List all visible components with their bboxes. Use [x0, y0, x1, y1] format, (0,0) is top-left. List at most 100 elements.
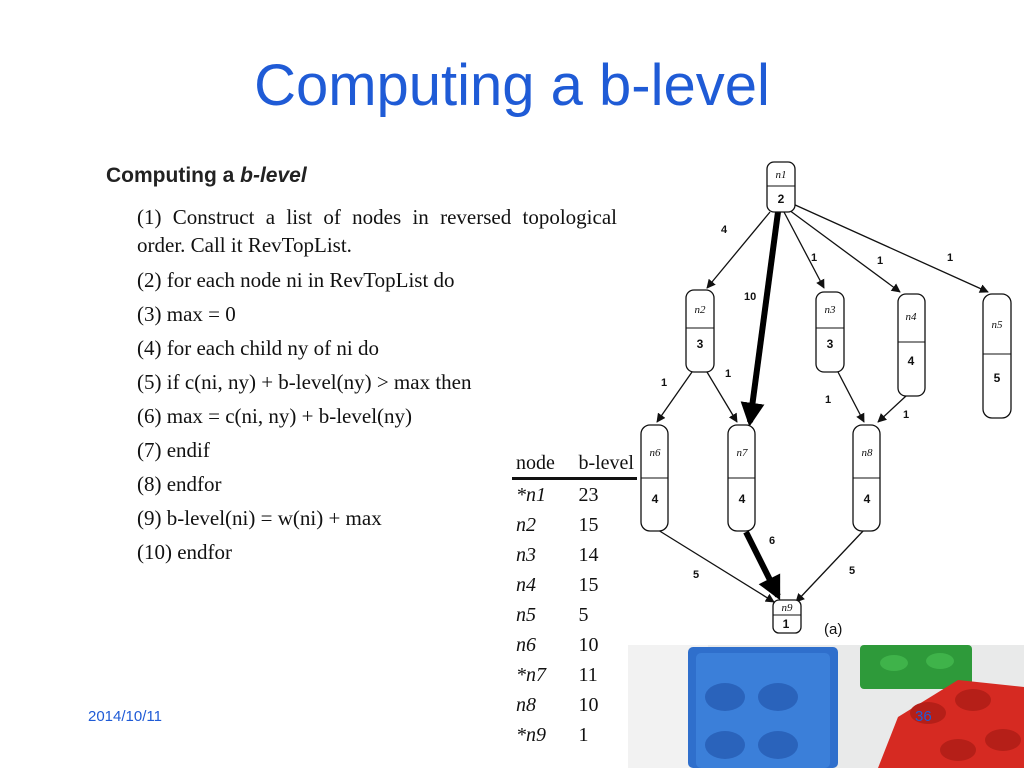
table-row: n6 10 [512, 630, 637, 660]
algorithm-line-3: (3) max = 0 [137, 302, 236, 326]
node-n4: n4 4 [897, 293, 926, 397]
node-n2: n2 3 [685, 289, 715, 373]
edge-n1-n7 [740, 211, 781, 427]
slide-title: Computing a b-level [254, 53, 770, 118]
table-cell-value: 11 [578, 663, 598, 686]
edge-label-n2-n7: 1 [725, 368, 731, 380]
node-label: n4 [906, 311, 918, 323]
node-label: n2 [695, 304, 707, 316]
algorithm-line-10: (10) endfor [137, 540, 233, 564]
node-n5: n5 5 [982, 293, 1012, 419]
table-header: node b-level [512, 445, 637, 480]
node-n8: n8 4 [852, 424, 881, 532]
node-n3: n3 3 [815, 291, 845, 373]
edge-n1-n3 [783, 211, 825, 289]
table-cell-node: n5 [516, 603, 536, 626]
edge-n7-n9 [743, 530, 781, 601]
node-weight: 4 [908, 354, 915, 368]
node-n1: n1 2 [766, 161, 796, 213]
header-b-level: b-level [578, 452, 634, 474]
table-cell-value: 10 [578, 633, 599, 656]
edge-label-n1-n5: 1 [947, 252, 953, 264]
node-label: n1 [776, 169, 787, 181]
table-row: *n9 1 [512, 720, 637, 750]
edge-n8-n9 [795, 529, 865, 603]
node-n9: n9 1 [772, 599, 802, 634]
edge-n1-n4 [788, 209, 901, 293]
table-cell-value: 23 [578, 483, 599, 506]
table-cell-value: 1 [578, 723, 589, 746]
algorithm-line-8: (8) endfor [137, 472, 222, 496]
node-weight: 4 [864, 492, 871, 506]
node-label: n7 [737, 447, 749, 459]
algorithm-line-6: (6) max = c(ni, ny) + b-level(ny) [137, 404, 413, 428]
slide-page-number: 36 [915, 708, 932, 725]
table-cell-value: 15 [578, 513, 599, 536]
table-cell-node: *n9 [516, 723, 546, 746]
slide-date: 2014/10/11 [88, 708, 162, 725]
table-row: n2 15 [512, 510, 637, 540]
header-node: node [516, 452, 555, 474]
lego-bricks-image [628, 645, 1024, 768]
table-cell-node: n2 [516, 513, 536, 536]
node-weight: 3 [697, 337, 704, 351]
algorithm-heading-em: b-level [240, 164, 307, 187]
edge-n1-n2 [706, 211, 771, 289]
table-cell-node: n4 [516, 573, 536, 596]
algorithm-heading-prefix: Computing a [106, 164, 241, 187]
edge-label-n2-n6: 1 [661, 377, 667, 389]
table-row: n4 15 [512, 570, 637, 600]
algorithm-line-1: (1) Construct a list of nodes in reverse… [137, 205, 617, 257]
red-brick [878, 680, 1024, 768]
algorithm-line-9: (9) b-level(ni) = w(ni) + max [137, 506, 382, 530]
table-cell-node: n6 [516, 633, 536, 656]
green-brick [860, 645, 972, 689]
node-label: n9 [782, 602, 794, 614]
edge-n1-n5 [792, 203, 989, 293]
node-label: n6 [650, 447, 662, 459]
table-cell-value: 15 [578, 573, 599, 596]
table-cell-value: 5 [578, 603, 589, 626]
table-cell-value: 14 [578, 543, 599, 566]
algorithm-line-2: (2) for each node ni in RevTopList do [137, 268, 455, 292]
node-weight: 4 [652, 492, 659, 506]
table-cell-value: 10 [578, 693, 599, 716]
graph-caption: (a) [824, 621, 842, 638]
node-weight: 2 [778, 192, 785, 206]
algorithm-heading: Computing a b-level [106, 164, 307, 188]
edge-label-n6-n9: 5 [693, 569, 699, 581]
node-weight: 4 [739, 492, 746, 506]
edge-n2-n7 [706, 371, 738, 423]
table-row: n5 5 [512, 600, 637, 630]
edge-n2-n6 [656, 371, 693, 423]
node-weight: 5 [994, 371, 1001, 385]
algorithm-line-4: (4) for each child ny of ni do [137, 336, 380, 360]
node-label: n8 [862, 447, 874, 459]
edge-n6-n9 [657, 529, 775, 603]
edge-label-n1-n3: 1 [811, 252, 817, 264]
table-cell-node: n3 [516, 543, 536, 566]
algorithm-line-5: (5) if c(ni, ny) + b-level(ny) > max the… [137, 370, 472, 394]
edge-label-n1-n2: 4 [721, 224, 728, 236]
table-row: n8 10 [512, 690, 637, 720]
node-n6: n6 4 [640, 424, 669, 532]
task-graph: 4 10 1 1 1 1 1 1 1 5 6 5 n1 2 n2 3 n3 3 … [640, 161, 1012, 638]
node-n7: n7 4 [727, 424, 756, 532]
edge-n4-n8 [877, 395, 907, 423]
node-weight: 3 [827, 337, 834, 351]
table-cell-node: *n7 [516, 663, 546, 686]
table-cell-node: n8 [516, 693, 536, 716]
edge-n3-n8 [837, 371, 865, 423]
node-label: n5 [992, 319, 1004, 331]
edge-label-n1-n4: 1 [877, 255, 883, 267]
edge-label-n3-n8: 1 [825, 394, 831, 406]
algorithm-line-7: (7) endif [137, 438, 210, 462]
edge-label-n4-n8: 1 [903, 409, 909, 421]
table-row: *n7 11 [512, 660, 637, 690]
edge-label-n8-n9: 5 [849, 565, 855, 577]
edge-label-n1-n7: 10 [744, 291, 756, 303]
node-weight: 1 [783, 617, 790, 631]
node-label: n3 [825, 304, 837, 316]
